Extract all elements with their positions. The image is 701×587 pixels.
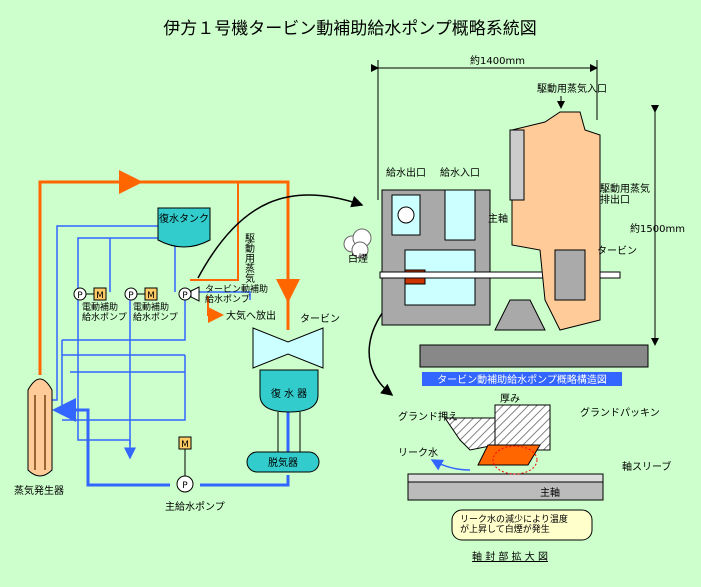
svg-text:M: M xyxy=(96,291,104,301)
steam-generator-label: 蒸気発生器 xyxy=(14,484,64,497)
dimension-width xyxy=(371,60,598,200)
condenser: 復 水 器 xyxy=(259,369,319,413)
white-smoke xyxy=(343,228,372,259)
turbine-label: タービン xyxy=(300,313,340,325)
main-shaft xyxy=(379,271,621,279)
gland-retainer-label: グランド押え xyxy=(398,410,458,423)
atmosphere-release-label: 大気へ放出 xyxy=(226,309,276,322)
motor-pump-a-label: 電動補助給水ポンプ xyxy=(82,301,127,323)
leak-water-arrow xyxy=(430,459,471,471)
turbine-casing xyxy=(509,111,601,331)
svg-text:P: P xyxy=(182,481,188,491)
svg-text:P: P xyxy=(128,291,134,301)
motor-pump-b: P M xyxy=(124,287,158,301)
note-box xyxy=(451,509,593,541)
white-smoke-label: 白煙 xyxy=(348,252,368,265)
thickness-label: 厚み xyxy=(500,393,520,405)
drive-steam-inlet-label: 駆動用蒸気入口 xyxy=(537,82,607,95)
gland-detail xyxy=(407,404,604,501)
condensate-tank: 復水タンク xyxy=(157,207,211,248)
drive-steam-exhaust-label: 駆動用蒸気排出口 xyxy=(600,182,650,206)
svg-text:M: M xyxy=(147,291,155,301)
motor-pump-b-label: 電動補助給水ポンプ xyxy=(133,301,178,323)
svg-text:M: M xyxy=(181,440,189,450)
svg-text:脱気器: 脱気器 xyxy=(268,456,298,469)
svg-text:P: P xyxy=(77,291,83,301)
note-text: リーク水の減少により温度が上昇して白煙が発生 xyxy=(460,513,568,535)
main-feed-pump: M P xyxy=(176,436,194,493)
water-lines xyxy=(40,225,251,460)
diagram-title: 伊方１号機タービン動補助給水ポンプ概略系統図 xyxy=(163,19,537,39)
svg-text:復 水 器: 復 水 器 xyxy=(271,387,307,400)
structure-caption-box xyxy=(422,372,622,386)
gland-packing-label: グランドパッキン xyxy=(580,406,660,419)
shaft-sleeve-label: 軸スリーブ xyxy=(622,460,671,473)
svg-text:P: P xyxy=(182,291,188,301)
pump-casing xyxy=(381,189,491,326)
svg-text:復水タンク: 復水タンク xyxy=(159,212,209,225)
turbine-part-label: タービン xyxy=(597,245,637,257)
dimension-height-label: 約1500mm xyxy=(630,222,685,235)
connector-arrow-up xyxy=(197,194,364,279)
steam-lines xyxy=(38,170,300,375)
detail-caption: 軸 封 部 拡 大 図 xyxy=(472,550,548,563)
structure-caption: タービン動補助給水ポンプ概略構造図 xyxy=(437,373,607,386)
main-feed-pump-label: 主給水ポンプ xyxy=(165,500,225,513)
turbine xyxy=(252,327,324,369)
base-plate xyxy=(419,344,649,368)
feed-inlet-label: 給水入口 xyxy=(440,166,480,179)
pump-support xyxy=(494,299,546,331)
feed-outlet-label: 給水出口 xyxy=(386,166,426,179)
turbine-pump: P xyxy=(178,286,200,302)
motor-pump-a: P M xyxy=(73,287,107,301)
dimension-width-label: 約1400mm xyxy=(470,54,525,67)
leak-water-label: リーク水 xyxy=(398,447,438,459)
drive-steam-label: 駆動用蒸気 xyxy=(243,233,255,284)
steam-generator xyxy=(27,378,53,477)
turbine-pump-label: タービン動補助給水ポンプ xyxy=(205,283,268,305)
detail-main-shaft-label: 主軸 xyxy=(540,486,560,499)
deaerator: 脱気器 xyxy=(246,412,320,473)
main-shaft-label: 主軸 xyxy=(488,212,508,225)
